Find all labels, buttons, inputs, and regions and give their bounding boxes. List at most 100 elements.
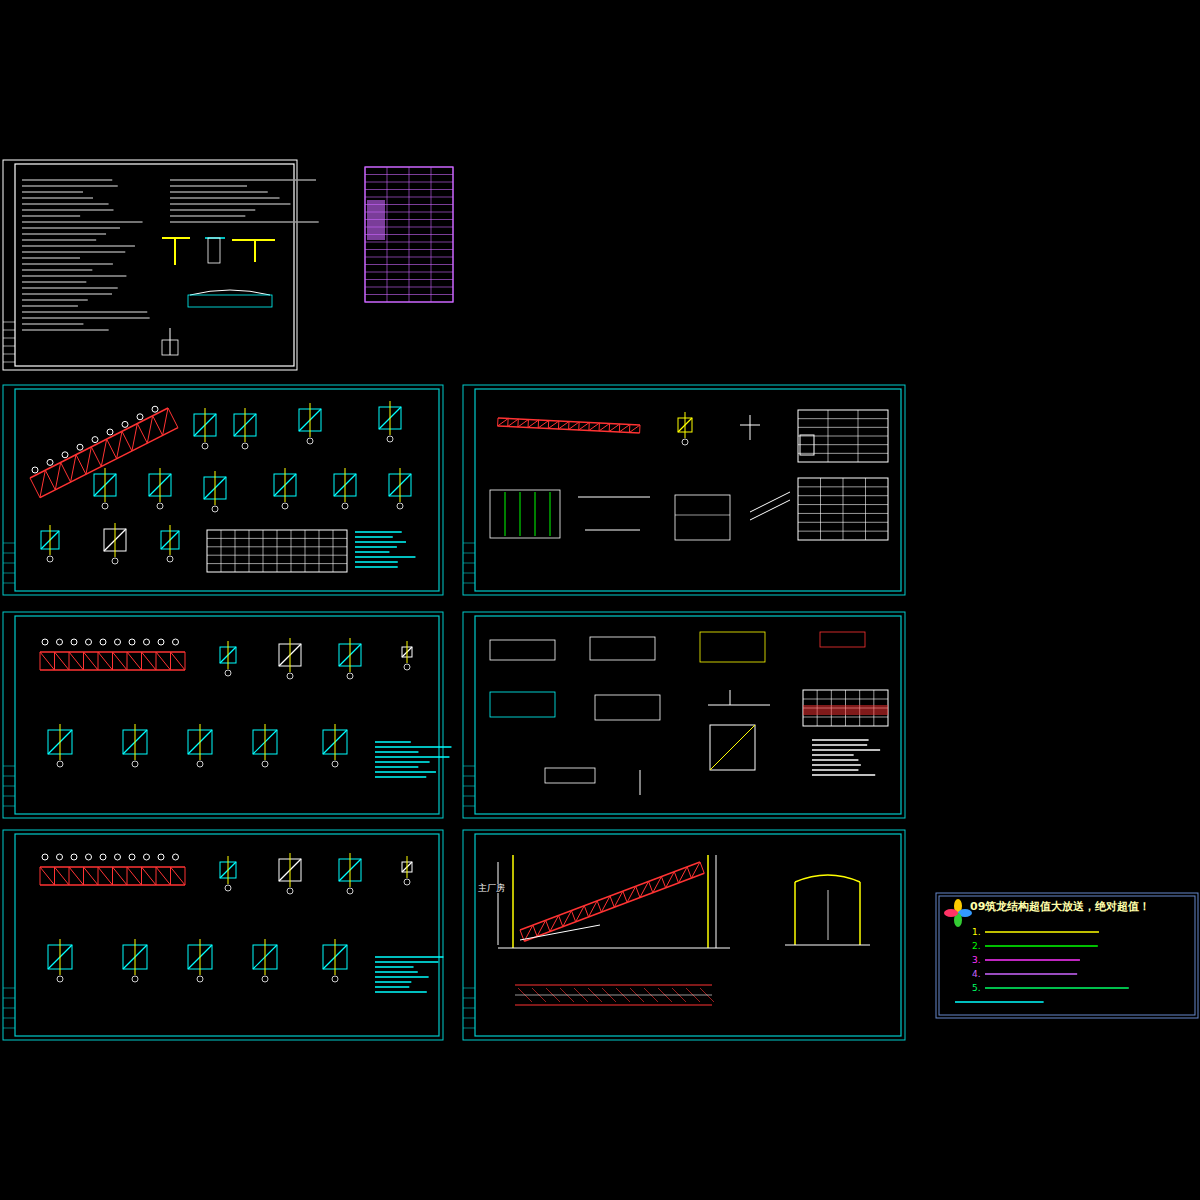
line (335, 724, 336, 760)
line (290, 853, 291, 887)
line (105, 468, 106, 502)
building-label: 主厂房 (478, 884, 505, 893)
line (163, 408, 168, 435)
line (22, 245, 135, 246)
line (170, 328, 171, 355)
line (200, 939, 201, 975)
line (629, 425, 640, 432)
detail-mark (307, 438, 313, 444)
frame (798, 410, 888, 462)
line (3, 998, 15, 999)
line (375, 766, 418, 767)
line (285, 468, 286, 502)
bolt (129, 854, 135, 860)
line (3, 988, 15, 989)
line (30, 478, 40, 498)
frame (365, 167, 453, 302)
line (524, 873, 704, 941)
line (538, 420, 539, 428)
line (40, 428, 178, 498)
line (137, 424, 147, 444)
line (463, 796, 475, 797)
line (22, 317, 150, 318)
line (985, 931, 1099, 932)
line (614, 891, 623, 907)
frame (798, 478, 888, 540)
line (599, 424, 610, 431)
line (520, 492, 521, 536)
line (559, 915, 563, 926)
line (685, 412, 686, 438)
line (350, 853, 351, 887)
line (498, 948, 730, 949)
line (463, 583, 475, 584)
line (843, 478, 844, 540)
line (512, 855, 514, 948)
line (798, 427, 888, 428)
line (619, 424, 620, 432)
logo-petal (944, 909, 958, 917)
line (290, 638, 291, 672)
line (3, 362, 15, 363)
line (3, 338, 15, 339)
line (812, 769, 858, 770)
line (265, 724, 266, 760)
line (168, 408, 178, 428)
frame (3, 830, 443, 1040)
line (601, 896, 610, 912)
line (22, 179, 112, 180)
ad-box: 09筑龙结构超值大放送，绝对超值！ (970, 899, 1150, 914)
bolt (71, 639, 77, 645)
line (40, 652, 55, 670)
line (355, 546, 397, 547)
frame (820, 632, 865, 647)
line (3, 563, 15, 564)
line (463, 563, 475, 564)
line (3, 776, 15, 777)
line (629, 425, 630, 433)
line (50, 525, 51, 555)
line (335, 939, 336, 975)
bolt (173, 639, 179, 645)
line (249, 530, 250, 572)
bolt (57, 854, 63, 860)
line (387, 167, 388, 302)
line (355, 551, 389, 552)
line (291, 530, 292, 572)
line (691, 862, 700, 878)
frame (3, 612, 443, 818)
line (22, 203, 109, 204)
line (40, 470, 45, 497)
line (127, 867, 142, 885)
bolt (173, 854, 179, 860)
bolt (122, 421, 128, 427)
line (22, 293, 112, 294)
line (409, 167, 410, 302)
bolt (158, 854, 164, 860)
line (22, 257, 80, 258)
bolt (144, 639, 150, 645)
line (985, 987, 1129, 988)
list-number: 2. (972, 942, 981, 951)
line (569, 422, 580, 429)
line (812, 764, 861, 765)
line (350, 638, 351, 672)
detail-mark (202, 443, 208, 449)
bolt (86, 854, 92, 860)
line (707, 855, 709, 948)
frame (939, 896, 1195, 1015)
line (170, 185, 247, 186)
line (91, 447, 101, 467)
line (375, 976, 429, 977)
line (69, 652, 70, 670)
line (640, 881, 649, 897)
line (245, 408, 246, 442)
line (716, 855, 717, 948)
line (955, 1001, 1044, 1002)
frame (545, 768, 595, 783)
detail-mark (132, 761, 138, 767)
line (84, 867, 99, 885)
ad-title: 09筑龙结构超值大放送，绝对超值！ (970, 899, 1150, 914)
line (599, 423, 600, 431)
line (375, 756, 449, 757)
